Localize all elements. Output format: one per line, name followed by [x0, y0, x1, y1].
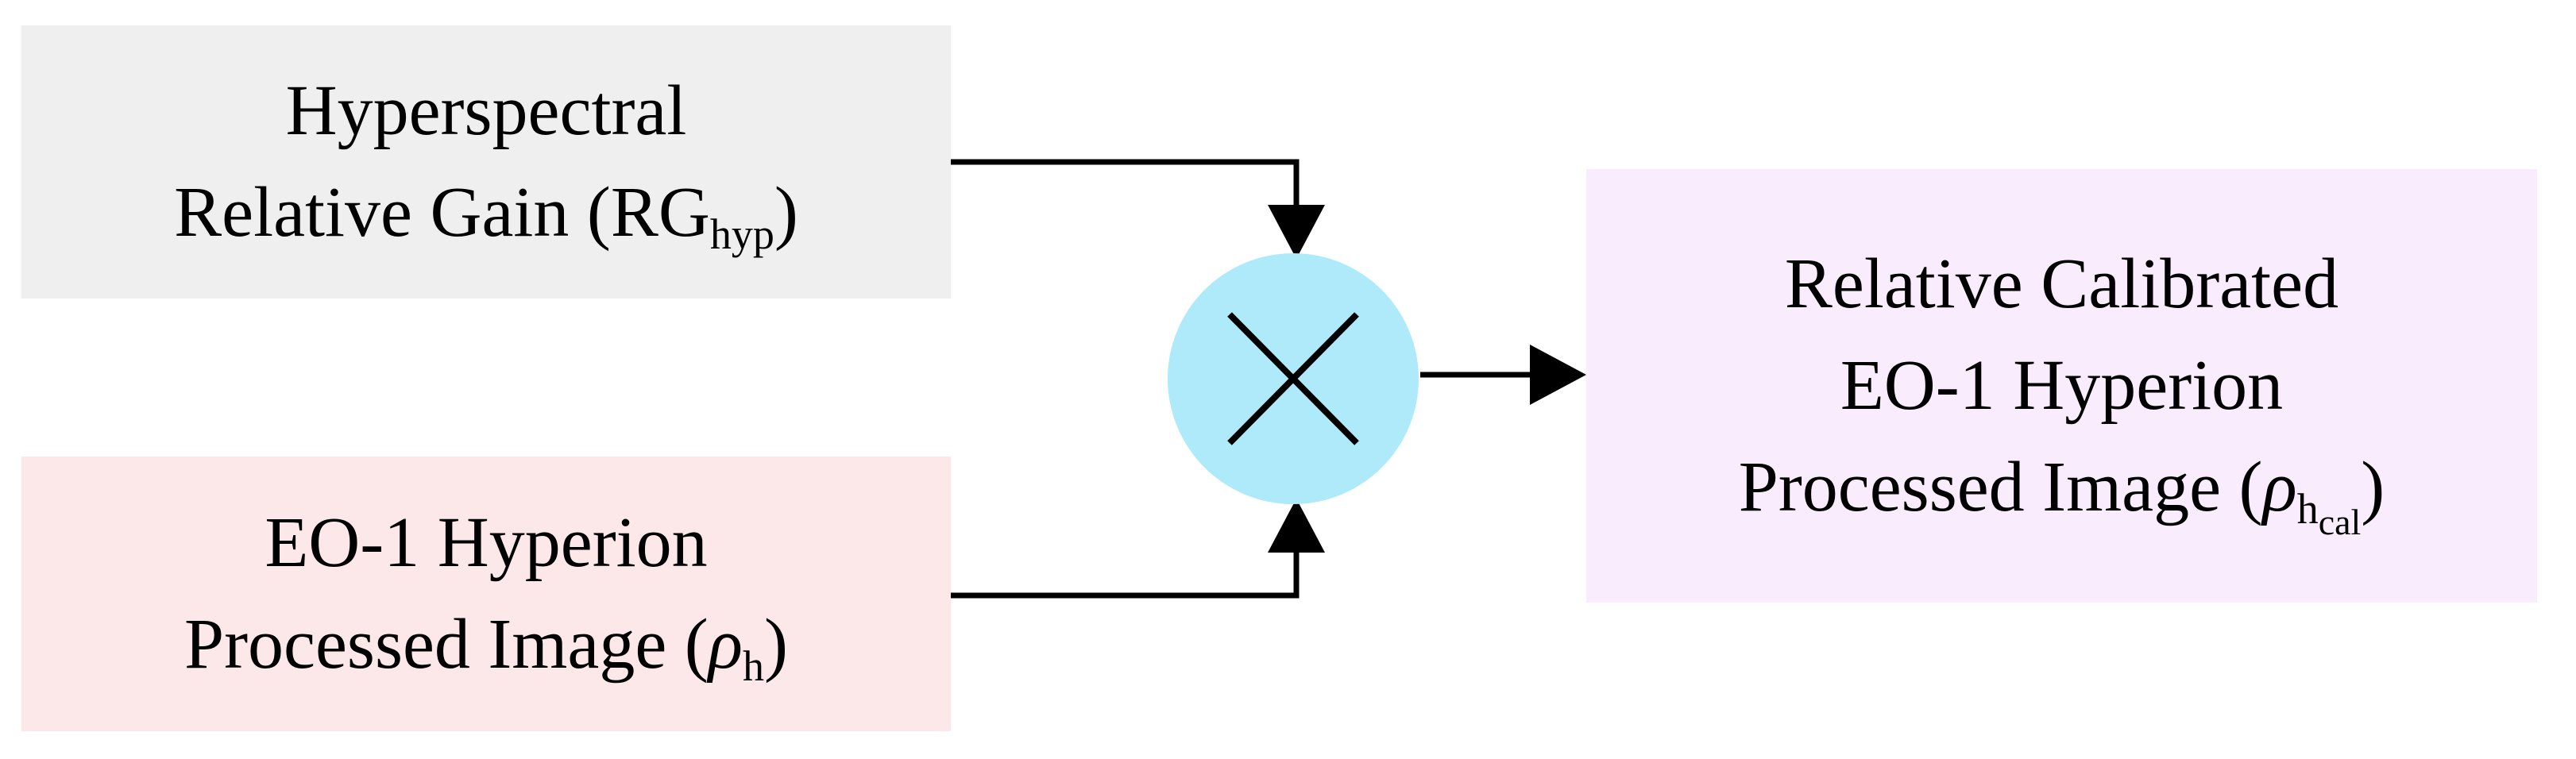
output-subscript-h: h — [2296, 485, 2319, 534]
relative-gain-label-prefix: Relative Gain (RG — [174, 173, 710, 252]
processed-image-label-prefix: Processed Image ( — [184, 605, 709, 684]
connector-top-line — [951, 159, 1300, 208]
processed-image-label: Processed Image (ρh) — [184, 594, 788, 695]
arrow-right-head — [1530, 345, 1586, 405]
connector-bottom-line — [951, 548, 1300, 599]
processed-image-box: EO-1 Hyperion Processed Image (ρh) — [21, 457, 951, 731]
output-line-3: Processed Image (ρhcal) — [1738, 437, 2385, 540]
processed-image-subscript: h — [742, 642, 764, 691]
output-line-1: Relative Calibrated — [1784, 245, 2339, 324]
relative-gain-box: Hyperspectral Relative Gain (RGhyp) — [21, 25, 951, 299]
rho-symbol: ρ — [708, 605, 743, 684]
relative-gain-label-suffix: ) — [774, 173, 798, 252]
output-subsubscript: cal — [2318, 501, 2362, 542]
multiply-node — [1168, 253, 1419, 504]
arrow-up-head — [1268, 499, 1325, 553]
processed-image-label-suffix: ) — [763, 605, 788, 684]
multiply-icon — [1227, 312, 1359, 445]
output-subscript: hcal — [2296, 485, 2362, 540]
relative-gain-subscript: hyp — [709, 210, 774, 259]
output-line-2: EO-1 Hyperion — [1840, 346, 2284, 426]
rho-symbol-output: ρ — [2262, 447, 2297, 526]
arrow-down-head — [1268, 205, 1325, 259]
relative-gain-title: Hyperspectral — [285, 71, 687, 151]
relative-gain-label: Relative Gain (RGhyp) — [174, 162, 798, 264]
calibrated-output-box: Relative Calibrated EO-1 Hyperion Proces… — [1586, 169, 2537, 603]
processed-image-title: EO-1 Hyperion — [265, 503, 708, 583]
output-line-3-prefix: Processed Image ( — [1738, 447, 2263, 526]
output-line-3-suffix: ) — [2361, 447, 2385, 526]
